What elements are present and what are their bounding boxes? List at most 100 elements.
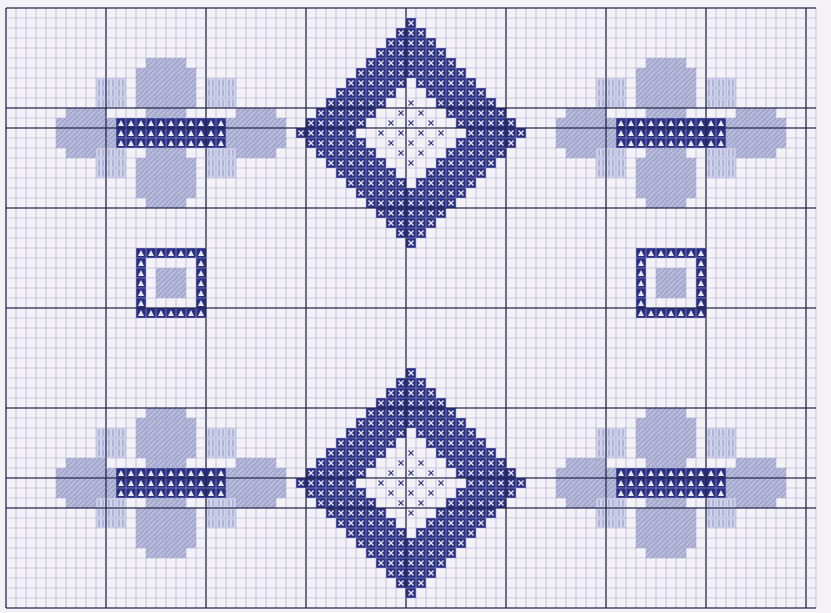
stitch-cell bbox=[736, 498, 746, 508]
stitch-cell bbox=[416, 28, 426, 38]
stitch-cell bbox=[656, 58, 666, 68]
stitch-cell bbox=[656, 278, 666, 288]
stitch-cell bbox=[366, 68, 376, 78]
stitch-cell bbox=[596, 88, 606, 98]
stitch-cell bbox=[756, 128, 766, 138]
stitch-cell bbox=[306, 138, 316, 148]
stitch-cell bbox=[116, 488, 126, 498]
stitch-cell bbox=[716, 448, 726, 458]
stitch-cell bbox=[686, 68, 696, 78]
stitch-cell bbox=[439, 131, 444, 136]
stitch-cell bbox=[56, 128, 66, 138]
stitch-cell bbox=[736, 488, 746, 498]
stitch-cell bbox=[676, 118, 686, 128]
stitch-cell bbox=[276, 468, 286, 478]
stitch-cell bbox=[166, 428, 176, 438]
stitch-cell bbox=[666, 548, 676, 558]
stitch-cell bbox=[626, 138, 636, 148]
stitch-cell bbox=[106, 148, 116, 158]
stitch-cell bbox=[216, 78, 226, 88]
stitch-cell bbox=[176, 58, 186, 68]
stitch-cell bbox=[666, 428, 676, 438]
stitch-cell bbox=[726, 508, 736, 518]
stitch-cell bbox=[356, 448, 366, 458]
stitch-cell bbox=[706, 168, 716, 178]
stitch-cell bbox=[106, 128, 116, 138]
stitch-cell bbox=[366, 148, 376, 158]
stitch-cell bbox=[156, 408, 166, 418]
stitch-cell bbox=[356, 68, 366, 78]
stitch-cell bbox=[586, 118, 596, 128]
stitch-cell bbox=[206, 468, 216, 478]
stitch-cell bbox=[419, 111, 424, 116]
stitch-cell bbox=[666, 108, 676, 118]
stitch-cell bbox=[696, 298, 706, 308]
stitch-cell bbox=[296, 128, 306, 138]
stitch-cell bbox=[656, 188, 666, 198]
stitch-cell bbox=[666, 528, 676, 538]
stitch-cell bbox=[406, 238, 416, 248]
stitch-cell bbox=[616, 488, 626, 498]
stitch-cell bbox=[186, 138, 196, 148]
stitch-cell bbox=[646, 428, 656, 438]
stitch-cell bbox=[676, 278, 686, 288]
stitch-cell bbox=[556, 488, 566, 498]
stitch-cell bbox=[446, 88, 456, 98]
stitch-cell bbox=[306, 128, 316, 138]
stitch-cell bbox=[566, 138, 576, 148]
stitch-cell bbox=[696, 268, 706, 278]
stitch-cell bbox=[596, 508, 606, 518]
stitch-cell bbox=[446, 178, 456, 188]
stitch-cell bbox=[416, 418, 426, 428]
stitch-cell bbox=[436, 68, 446, 78]
stitch-cell bbox=[326, 108, 336, 118]
stitch-cell bbox=[686, 168, 696, 178]
stitch-cell bbox=[316, 468, 326, 478]
stitch-cell bbox=[466, 88, 476, 98]
stitch-cell bbox=[666, 518, 676, 528]
stitch-cell bbox=[206, 498, 216, 508]
stitch-cell bbox=[236, 458, 246, 468]
stitch-cell bbox=[266, 478, 276, 488]
stitch-cell bbox=[86, 118, 96, 128]
stitch-cell bbox=[406, 58, 416, 68]
stitch-cell bbox=[446, 498, 456, 508]
stitch-cell bbox=[706, 438, 716, 448]
stitch-cell bbox=[596, 518, 606, 528]
stitch-cell bbox=[416, 558, 426, 568]
stitch-cell bbox=[636, 248, 646, 258]
stitch-cell bbox=[96, 128, 106, 138]
stitch-cell bbox=[96, 518, 106, 528]
stitch-cell bbox=[96, 488, 106, 498]
stitch-cell bbox=[96, 168, 106, 178]
grid-lines bbox=[6, 8, 816, 608]
stitch-cell bbox=[66, 108, 76, 118]
stitch-cell bbox=[389, 141, 394, 146]
stitch-cell bbox=[656, 98, 666, 108]
stitch-cell bbox=[406, 548, 416, 558]
stitch-cell bbox=[426, 78, 436, 88]
stitch-cell bbox=[426, 208, 436, 218]
stitch-cell bbox=[336, 468, 346, 478]
stitch-cell bbox=[176, 248, 186, 258]
stitch-cell bbox=[416, 228, 426, 238]
stitch-cell bbox=[306, 488, 316, 498]
stitch-cell bbox=[436, 518, 446, 528]
stitch-cell bbox=[446, 58, 456, 68]
stitch-cell bbox=[146, 118, 156, 128]
stitch-cell bbox=[606, 498, 616, 508]
stitch-cell bbox=[409, 451, 414, 456]
stitch-cell bbox=[116, 98, 126, 108]
stitch-cell bbox=[436, 78, 446, 88]
stitch-cell bbox=[226, 98, 236, 108]
stitch-cell bbox=[436, 398, 446, 408]
stitch-cell bbox=[446, 528, 456, 538]
stitch-cell bbox=[716, 158, 726, 168]
stitch-cell bbox=[156, 508, 166, 518]
stitch-cell bbox=[116, 138, 126, 148]
stitch-cell bbox=[166, 158, 176, 168]
stitch-cell bbox=[666, 308, 676, 318]
stitch-cell bbox=[136, 258, 146, 268]
stitch-cell bbox=[756, 488, 766, 498]
stitch-cell bbox=[776, 468, 786, 478]
